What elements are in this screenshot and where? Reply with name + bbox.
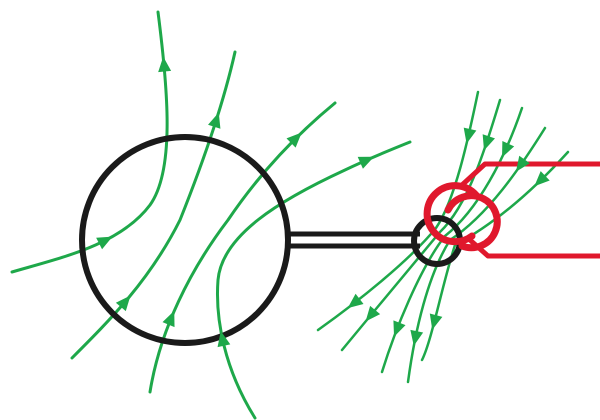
arrow-icon [534, 171, 550, 187]
arrow-icon [158, 56, 172, 73]
coil-icon [423, 182, 501, 252]
arrow-icon [410, 329, 424, 346]
arrow-icon [347, 293, 364, 309]
arrow-icon [286, 132, 302, 148]
arrow-icon [429, 313, 443, 330]
wire-icon [288, 231, 420, 249]
field-arrowheads [96, 56, 550, 348]
arrow-icon [365, 305, 381, 322]
arrow-icon [502, 140, 515, 158]
arrow-icon [115, 295, 131, 312]
arrow-icon [96, 236, 113, 250]
arrow-icon [393, 320, 406, 337]
field-line [316, 90, 480, 332]
arrow-icon [463, 127, 477, 144]
arrow-icon [482, 134, 495, 151]
large-loop-icon [79, 134, 291, 346]
coil-lead-upper [460, 161, 600, 187]
arrow-icon [515, 155, 530, 172]
field-line [70, 50, 237, 360]
arrow-icon [217, 331, 231, 348]
arrow-icon [357, 156, 375, 169]
field-line [10, 10, 169, 274]
coil-ring-front [444, 192, 501, 252]
arrow-icon [208, 112, 221, 129]
arrow-icon [162, 310, 175, 328]
left-field-lines [10, 10, 412, 420]
coil-ring-rear [423, 182, 480, 246]
